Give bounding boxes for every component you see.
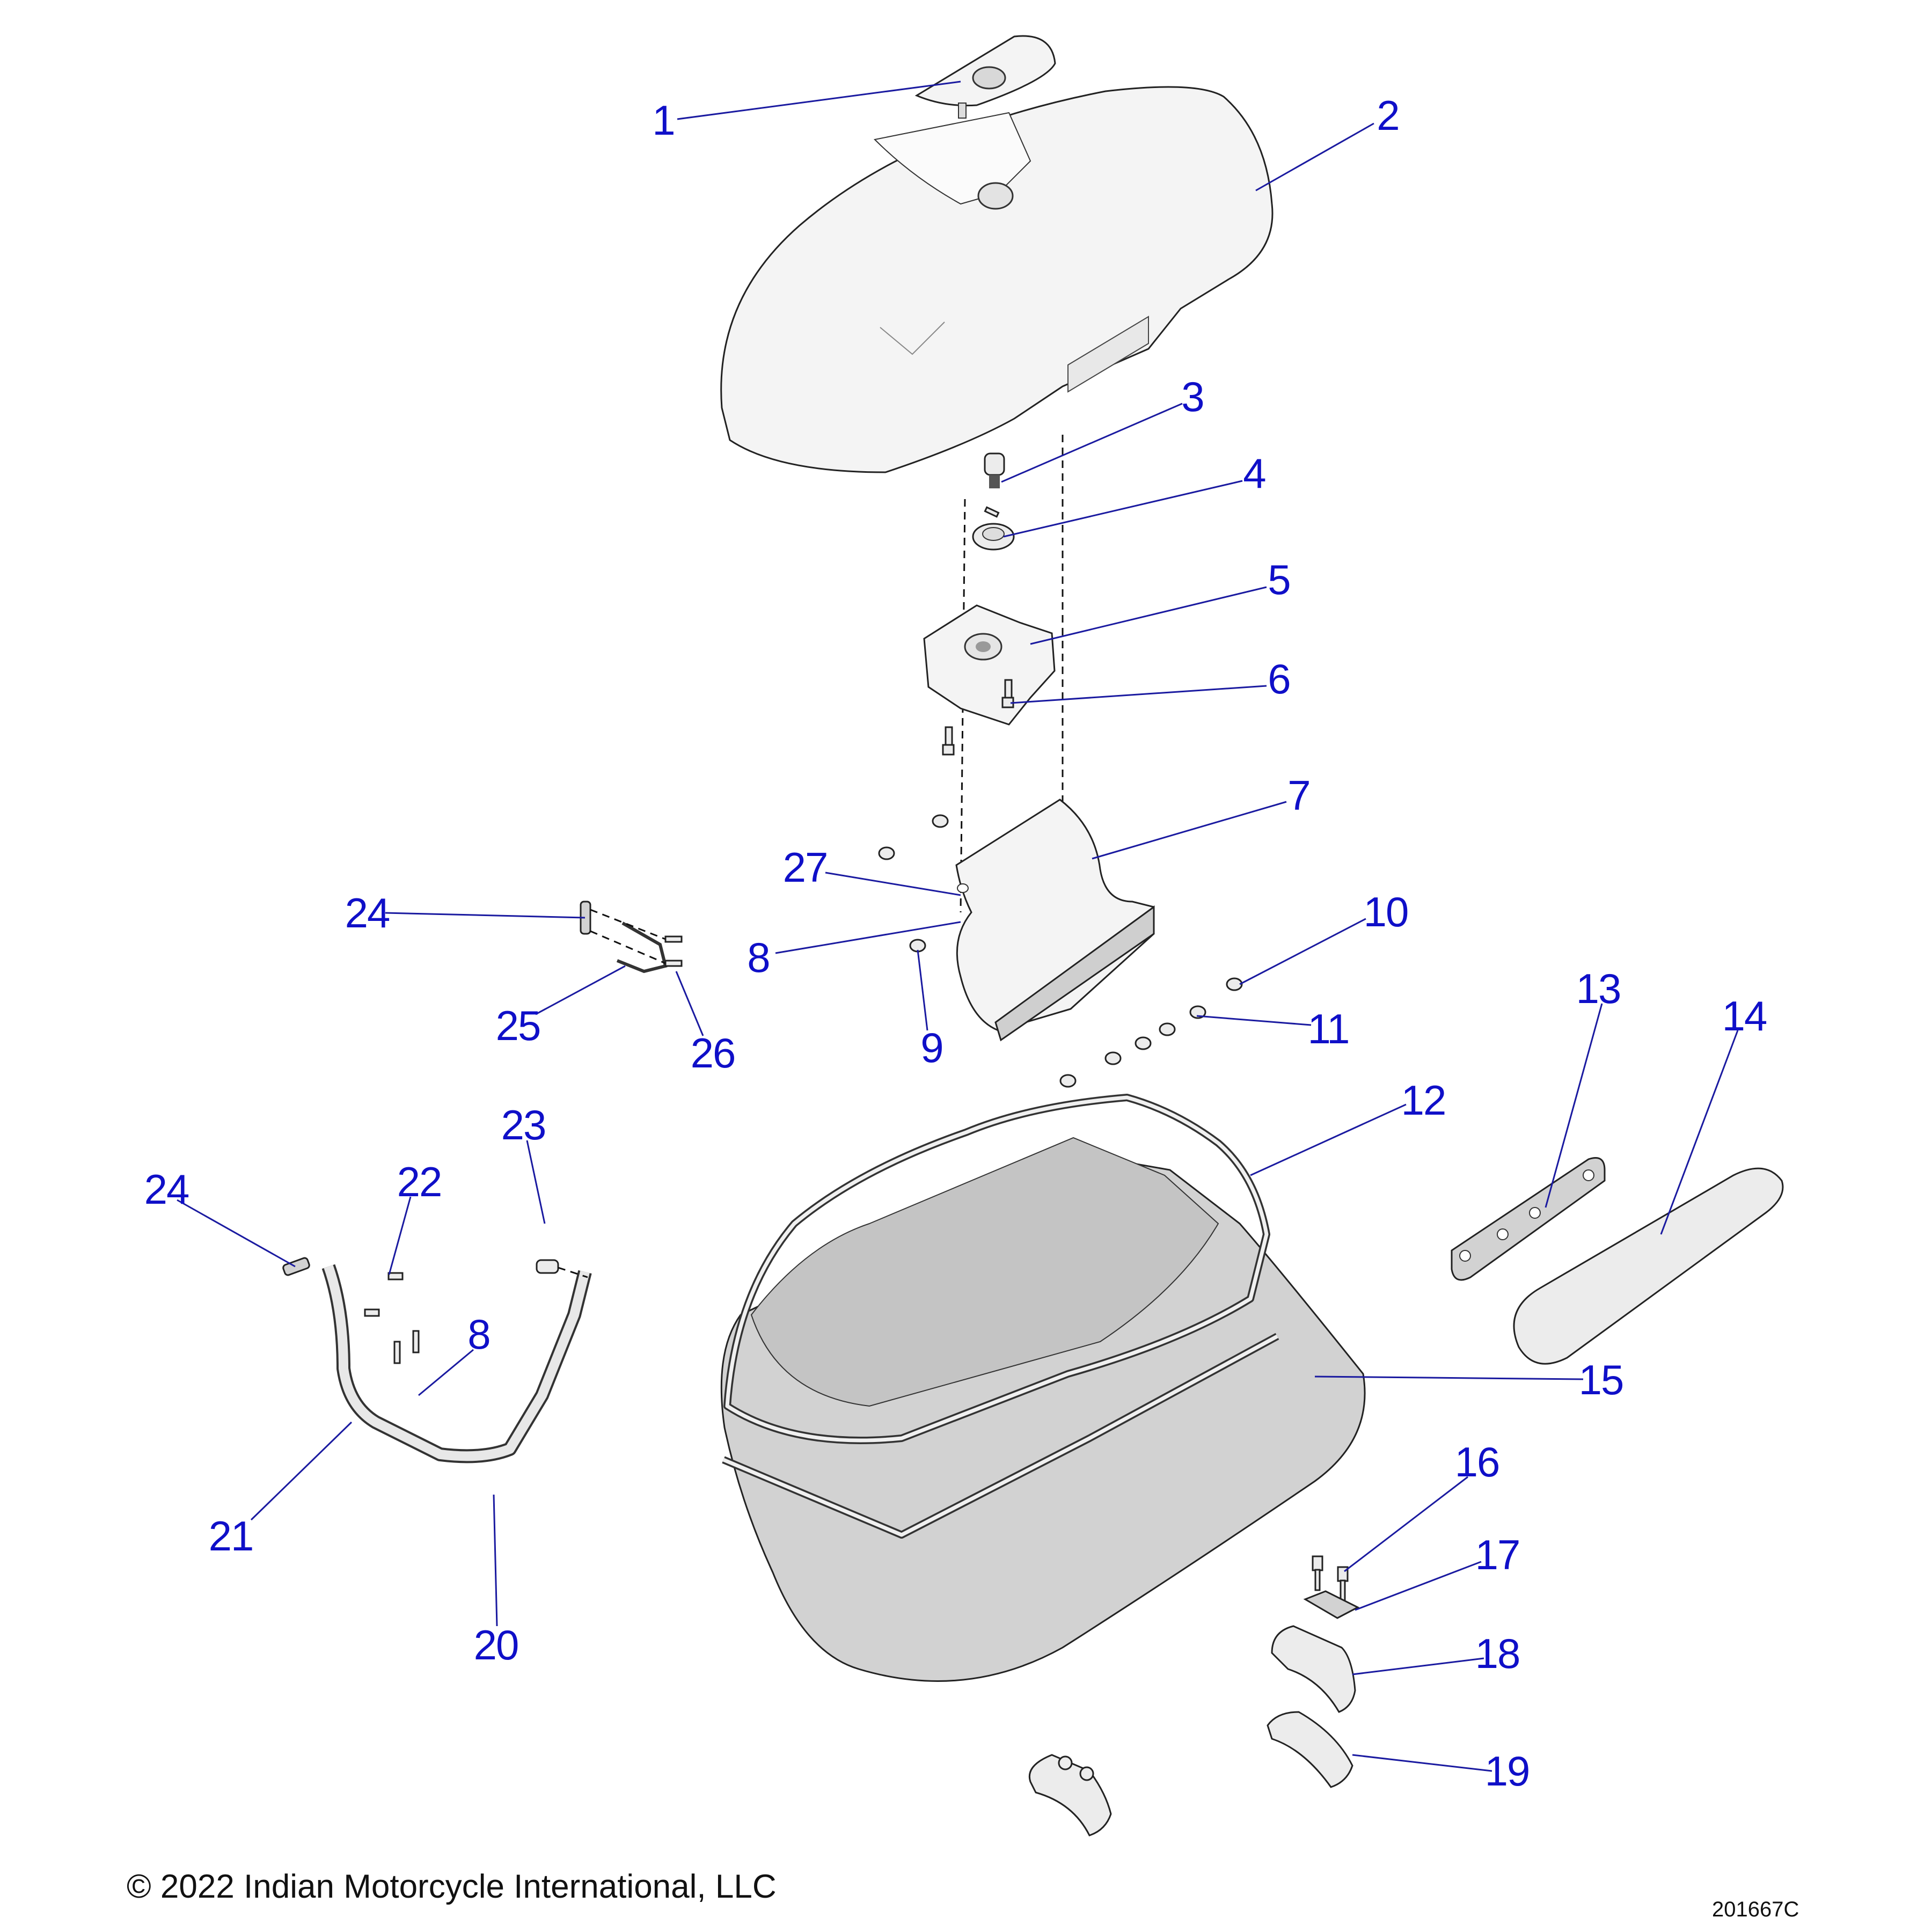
callout-23: 23 [501,1101,547,1148]
callout-8: 8 [747,934,770,981]
callout-15: 15 [1578,1356,1624,1403]
drawing-id: 201667C [1712,1898,1799,1921]
part-18-clamp [1271,1625,1356,1713]
callout-9: 9 [920,1024,943,1071]
callout-14: 14 [1722,992,1768,1040]
part-20-21-support-bracket [282,1257,592,1463]
callout-10: 10 [1363,888,1409,935]
callout-7: 7 [1287,772,1311,819]
leader-lines [177,80,1739,1772]
part-15-saddlebag-base [720,1137,1366,1682]
part-24-25-26-clip [580,901,683,974]
part-2-lid [720,86,1274,473]
screw [942,726,955,756]
callout-2: 2 [1377,92,1400,139]
part-4-grommet [972,506,1015,551]
part-12-guard-rail [722,1094,1279,1539]
callout-19: 19 [1484,1747,1531,1795]
callout-24-lower: 24 [144,1166,190,1213]
callout-20: 20 [473,1621,519,1668]
part-1-badge [914,35,1056,119]
callout-8-lower: 8 [467,1311,491,1358]
push-pins [878,814,1243,1088]
callout-5: 5 [1268,556,1291,603]
callout-13: 13 [1576,965,1622,1012]
part-16-bolts [1312,1555,1349,1602]
part-13-hinge [1451,1157,1606,1281]
callout-27: 27 [782,844,829,891]
callout-6: 6 [1268,655,1291,702]
callout-12: 12 [1401,1077,1447,1124]
callout-4: 4 [1243,450,1266,497]
part-14-hinge-cover [1513,1167,1784,1365]
callout-21: 21 [208,1512,254,1560]
part-7-bracket [955,799,1155,1042]
callout-26: 26 [690,1029,736,1077]
copyright-notice: © 2022 Indian Motorcycle International, … [127,1868,777,1905]
callout-1: 1 [652,97,675,144]
callout-18: 18 [1475,1630,1521,1677]
part-19-isolator [1267,1711,1353,1788]
callout-17: 17 [1475,1531,1521,1578]
part-5-latch [923,604,1056,726]
callout-16: 16 [1454,1438,1501,1485]
callout-25: 25 [495,1002,541,1049]
callout-24-upper: 24 [345,889,391,936]
callout-22: 22 [397,1158,443,1205]
callout-11: 11 [1307,1005,1350,1052]
callout-3: 3 [1181,373,1204,420]
assembled-clamp [1029,1754,1112,1836]
part-3-lock-cylinder [984,452,1005,488]
part-17-plate [1303,1590,1360,1619]
